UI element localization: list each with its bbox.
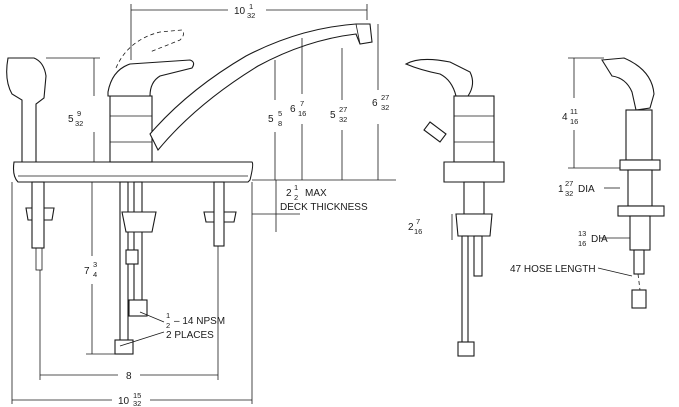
side-sprayer-front xyxy=(6,57,47,163)
dim-spout-height-den: 32 xyxy=(381,103,389,112)
dim-overall-num: 15 xyxy=(133,391,141,400)
sprayer-handle xyxy=(625,109,653,161)
dim-handle-height-den: 16 xyxy=(298,109,306,118)
dim-spout-reach-num: 1 xyxy=(249,2,253,11)
dim-deck-max: MAX xyxy=(305,188,327,199)
dim-aerator-height-whole: 5 xyxy=(330,110,336,121)
dim-hose-length: 47 HOSE LENGTH xyxy=(510,264,596,275)
dim-connection-num: 1 xyxy=(166,311,170,320)
dim-sprayer-height-num: 9 xyxy=(77,109,81,118)
dim-deck-num: 1 xyxy=(294,183,298,192)
dim-handle-height-num: 7 xyxy=(300,99,304,108)
dim-shank-den: 4 xyxy=(93,270,97,279)
deck-plate xyxy=(12,161,254,183)
front-view xyxy=(6,23,373,355)
dim-side-shank-whole: 2 xyxy=(408,222,414,233)
dim-handle-height-whole: 6 xyxy=(290,104,296,115)
dim-spray-shank-dia: DIA xyxy=(591,234,608,245)
dim-spray-base-num: 27 xyxy=(565,179,573,188)
dim-overall-whole: 10 xyxy=(118,396,130,407)
dim-spray-base-den: 32 xyxy=(565,189,573,198)
dim-spout-height-whole: 6 xyxy=(372,98,378,109)
dim-spray-base-whole: 1 xyxy=(558,184,564,195)
dim-spray-shank-num: 13 xyxy=(578,229,586,238)
dim-spray-height-whole: 4 xyxy=(562,112,568,123)
dim-aerator-height-den: 32 xyxy=(339,115,347,124)
dim-connection-places: 2 PLACES xyxy=(166,330,214,341)
dim-connection-den: 2 xyxy=(166,321,170,330)
side-body xyxy=(453,95,495,163)
dim-body-height-whole: 5 xyxy=(268,114,274,125)
sprayer-view xyxy=(568,57,665,309)
supply-tube-right xyxy=(133,181,143,308)
spout xyxy=(149,23,373,152)
dim-centers: 8 xyxy=(126,371,132,382)
dim-connection-spec: – 14 NPSM xyxy=(174,316,225,327)
dim-side-shank-num: 7 xyxy=(416,217,420,226)
dim-deck-whole: 2 xyxy=(286,188,292,199)
dim-shank-num: 3 xyxy=(93,260,97,269)
dim-spray-height-den: 16 xyxy=(570,117,578,126)
dim-sprayer-height-den: 32 xyxy=(75,119,83,128)
dim-body-height-den: 8 xyxy=(278,119,282,128)
labels: 10 1 32 5 9 32 5 5 8 6 7 16 5 27 32 6 27… xyxy=(68,2,608,407)
dim-spray-base-dia: DIA xyxy=(578,184,595,195)
dim-spout-reach-whole: 10 xyxy=(234,6,246,17)
dim-side-shank-den: 16 xyxy=(414,227,422,236)
lever-handle xyxy=(107,59,195,97)
side-view xyxy=(404,58,505,357)
faucet-body xyxy=(109,95,153,163)
dim-sprayer-height-whole: 5 xyxy=(68,114,74,125)
dim-spray-height-num: 11 xyxy=(570,107,578,116)
dim-aerator-height-num: 27 xyxy=(339,105,347,114)
dimension-lines xyxy=(11,4,396,404)
dim-body-height-num: 5 xyxy=(278,109,282,118)
dim-deck-line2: DECK THICKNESS xyxy=(280,202,368,213)
dim-spout-reach-den: 32 xyxy=(247,11,255,20)
dim-overall-den: 32 xyxy=(133,399,141,407)
dim-shank-whole: 7 xyxy=(84,266,90,277)
dim-spray-shank-den: 16 xyxy=(578,239,586,248)
dim-deck-den: 2 xyxy=(294,193,298,202)
dim-spout-height-num: 27 xyxy=(381,93,389,102)
